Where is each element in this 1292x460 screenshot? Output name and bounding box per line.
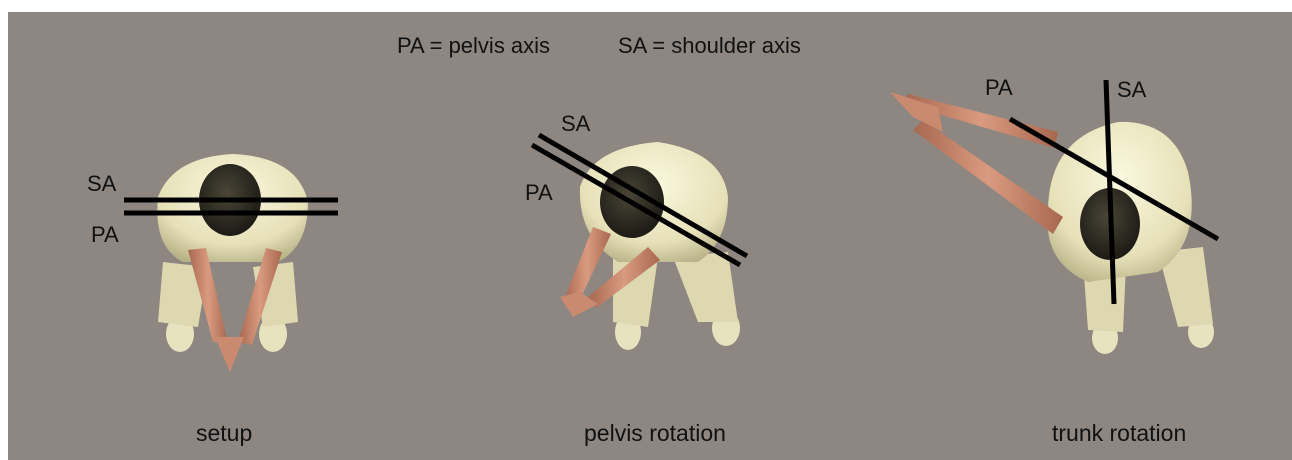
pelvis-rotation-sa-label: SA [561,113,590,135]
legend-shoulder-axis: SA = shoulder axis [618,35,801,57]
hands [215,337,244,372]
trunk-rotation-sa-label: SA [1117,79,1146,101]
setup-caption: setup [196,422,252,445]
legend-pelvis-axis: PA = pelvis axis [397,35,550,57]
diagram-canvas: PA = pelvis axis SA = shoulder axis SA P… [8,12,1292,460]
setup-pa-label: PA [91,224,119,246]
pelvis-rotation-caption: pelvis rotation [584,422,726,445]
trunk-rotation-caption: trunk rotation [1052,422,1186,445]
figure-trunk-rotation [890,92,1214,354]
figure-setup [157,154,308,372]
trunk-rotation-pa-label: PA [985,77,1013,99]
figures-layer [8,12,1292,460]
setup-sa-label: SA [87,173,116,195]
right-leg [673,252,738,322]
pelvis-rotation-pa-label: PA [525,182,553,204]
figure-pelvis-rotation [560,142,740,350]
